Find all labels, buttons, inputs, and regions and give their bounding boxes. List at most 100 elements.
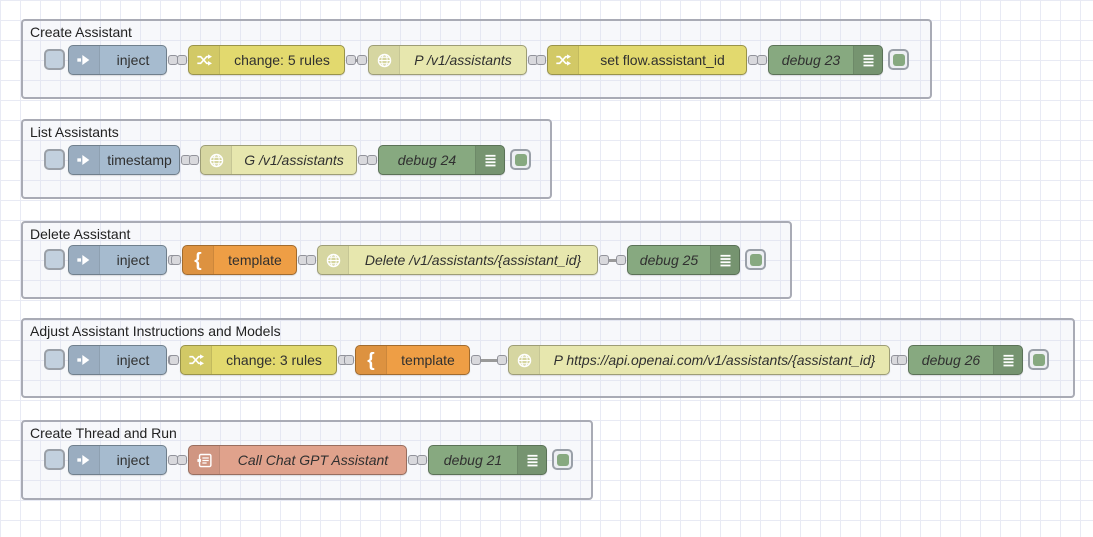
node-debug[interactable]: debug 25	[627, 245, 740, 275]
globe-icon	[509, 346, 540, 374]
node-label: set flow.assistant_id	[600, 52, 725, 68]
node-template[interactable]: { template	[182, 245, 297, 275]
input-port[interactable]	[536, 55, 546, 65]
curly-brace-icon: {	[183, 246, 214, 274]
input-port[interactable]	[757, 55, 767, 65]
input-port[interactable]	[177, 55, 187, 65]
debug-toggle-button[interactable]	[552, 449, 573, 470]
debug-list-icon	[475, 146, 504, 174]
debug-toggle-state	[892, 53, 905, 66]
inject-trigger-button[interactable]	[44, 149, 65, 170]
input-port[interactable]	[367, 155, 377, 165]
wire[interactable]	[476, 358, 502, 362]
debug-toggle-button[interactable]	[1028, 349, 1049, 370]
inject-arrow-icon	[69, 46, 100, 74]
inject-arrow-icon	[69, 246, 100, 274]
debug-toggle-button[interactable]	[510, 149, 531, 170]
globe-icon	[318, 246, 349, 274]
input-port[interactable]	[897, 355, 907, 365]
node-http_request[interactable]: P /v1/assistants	[368, 45, 527, 75]
node-label: template	[228, 252, 282, 268]
group-label: Create Assistant	[30, 24, 132, 40]
inject-trigger-button[interactable]	[44, 449, 65, 470]
node-debug[interactable]: debug 24	[378, 145, 505, 175]
input-port[interactable]	[357, 55, 367, 65]
node-http_request[interactable]: Delete /v1/assistants/{assistant_id}	[317, 245, 598, 275]
input-port[interactable]	[344, 355, 354, 365]
shuffle-icon	[548, 46, 579, 74]
node-inject[interactable]: timestamp	[68, 145, 180, 175]
group-label: Delete Assistant	[30, 226, 131, 242]
node-inject[interactable]: inject	[68, 245, 167, 275]
output-port[interactable]	[471, 355, 481, 365]
node-label: change: 5 rules	[234, 52, 330, 68]
debug-toggle-state	[1032, 353, 1045, 366]
input-port[interactable]	[616, 255, 626, 265]
node-label: debug 23	[781, 52, 841, 68]
node-label: debug 26	[921, 352, 981, 368]
node-change[interactable]: set flow.assistant_id	[547, 45, 747, 75]
curly-brace-icon: {	[356, 346, 387, 374]
subflow-icon	[189, 446, 220, 474]
debug-list-icon	[517, 446, 546, 474]
debug-list-icon	[853, 46, 882, 74]
wire[interactable]	[604, 258, 621, 262]
node-change[interactable]: change: 3 rules	[180, 345, 337, 375]
inject-trigger-button[interactable]	[44, 49, 65, 70]
node-label: inject	[116, 52, 150, 68]
node-label: debug 25	[639, 252, 699, 268]
node-debug[interactable]: debug 21	[428, 445, 547, 475]
node-http_request[interactable]: G /v1/assistants	[200, 145, 357, 175]
group-label: Create Thread and Run	[30, 425, 177, 441]
globe-icon	[201, 146, 232, 174]
input-port[interactable]	[189, 155, 199, 165]
node-label: template	[401, 352, 455, 368]
node-label: change: 3 rules	[226, 352, 322, 368]
node-label: P https://api.openai.com/v1/assistants/{…	[553, 352, 876, 368]
node-label: inject	[116, 452, 150, 468]
node-template[interactable]: { template	[355, 345, 470, 375]
node-inject[interactable]: inject	[68, 45, 167, 75]
output-port[interactable]	[346, 55, 356, 65]
input-port[interactable]	[177, 455, 187, 465]
node-label: Call Chat GPT Assistant	[237, 452, 389, 468]
debug-list-icon	[710, 246, 739, 274]
node-debug[interactable]: debug 26	[908, 345, 1023, 375]
node-label: P /v1/assistants	[414, 52, 512, 68]
input-port[interactable]	[497, 355, 507, 365]
input-port[interactable]	[171, 255, 181, 265]
input-port[interactable]	[306, 255, 316, 265]
group-label: List Assistants	[30, 124, 119, 140]
node-inject[interactable]: inject	[68, 345, 167, 375]
inject-arrow-icon	[69, 446, 100, 474]
debug-toggle-state	[514, 153, 527, 166]
inject-trigger-button[interactable]	[44, 249, 65, 270]
node-label: debug 24	[397, 152, 457, 168]
node-label: timestamp	[107, 152, 172, 168]
debug-toggle-state	[749, 253, 762, 266]
node-label: G /v1/assistants	[244, 152, 344, 168]
inject-arrow-icon	[69, 146, 100, 174]
node-inject[interactable]: inject	[68, 445, 167, 475]
inject-trigger-button[interactable]	[44, 349, 65, 370]
input-port[interactable]	[417, 455, 427, 465]
node-http_request[interactable]: P https://api.openai.com/v1/assistants/{…	[508, 345, 890, 375]
node-change[interactable]: change: 5 rules	[188, 45, 345, 75]
shuffle-icon	[189, 46, 220, 74]
inject-arrow-icon	[69, 346, 100, 374]
input-port[interactable]	[169, 355, 179, 365]
node-label: Delete /v1/assistants/{assistant_id}	[364, 252, 582, 268]
node-label: debug 21	[443, 452, 503, 468]
shuffle-icon	[181, 346, 212, 374]
node-subflow[interactable]: Call Chat GPT Assistant	[188, 445, 407, 475]
debug-list-icon	[993, 346, 1022, 374]
node-label: inject	[116, 352, 150, 368]
wire[interactable]	[351, 58, 362, 62]
debug-toggle-button[interactable]	[745, 249, 766, 270]
output-port[interactable]	[599, 255, 609, 265]
debug-toggle-button[interactable]	[888, 49, 909, 70]
node-debug[interactable]: debug 23	[768, 45, 883, 75]
debug-toggle-state	[556, 453, 569, 466]
node-label: inject	[116, 252, 150, 268]
